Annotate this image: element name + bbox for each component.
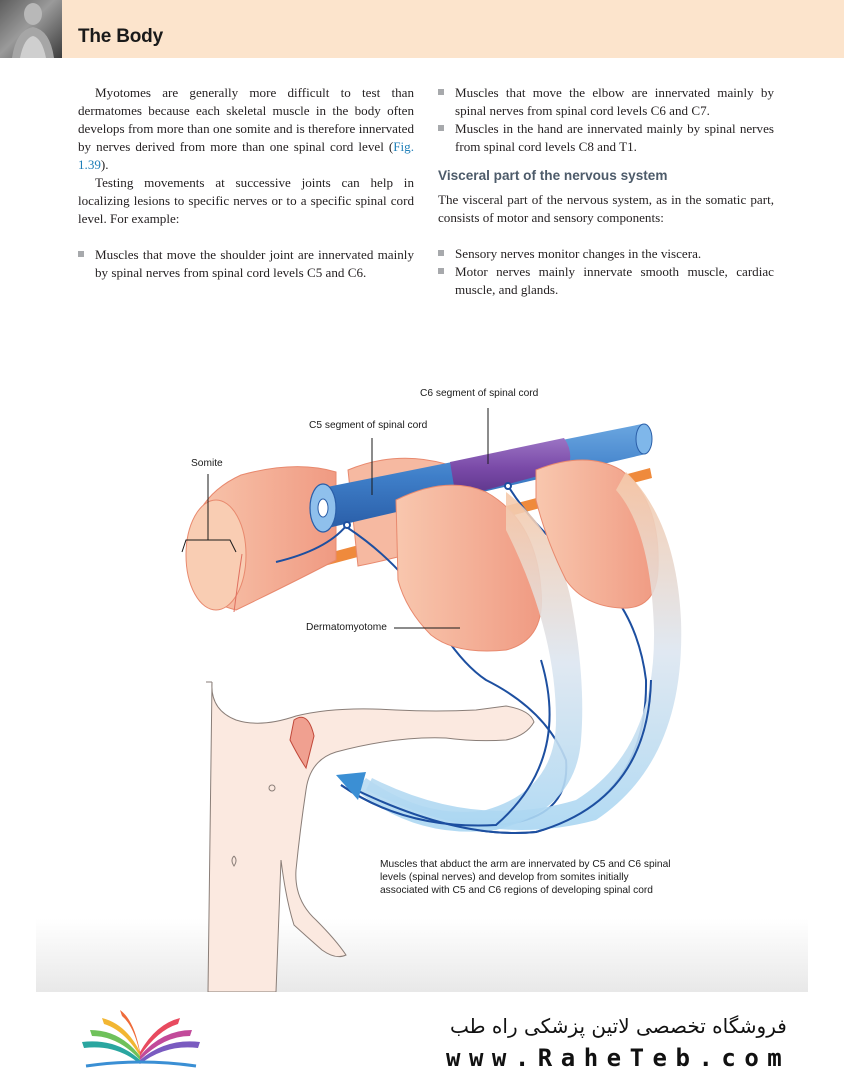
bullet-square-icon	[438, 268, 444, 274]
book-logo-icon	[82, 1010, 200, 1068]
chapter-thumbnail	[0, 0, 62, 58]
figure-caption: Muscles that abduct the arm are innervat…	[380, 859, 671, 896]
label-c6-segment: C6 segment of spinal cord	[420, 388, 539, 399]
label-c5-segment: C5 segment of spinal cord	[309, 420, 428, 431]
somite-left	[185, 466, 337, 613]
arrow-head	[336, 772, 366, 800]
page-header: The Body	[0, 0, 844, 58]
list-item: Motor nerves mainly innervate smooth mus…	[438, 263, 774, 299]
left-bullet-list: Muscles that move the shoulder joint are…	[78, 246, 414, 282]
list-item: Muscles that move the elbow are innervat…	[438, 84, 774, 120]
human-figure	[206, 681, 535, 992]
figure-myotome-illustration: C6 segment of spinal cord C5 segment of …	[36, 380, 808, 992]
right-column: Muscles that move the elbow are innervat…	[438, 84, 774, 299]
shop-name: فروشگاه تخصصی لاتین پزشکی راه طب	[450, 1014, 787, 1038]
list-item: Sensory nerves monitor changes in the vi…	[438, 245, 774, 263]
footer: فروشگاه تخصصی لاتین پزشکی راه طب www.Rah…	[0, 1000, 844, 1079]
header-title: The Body	[78, 26, 163, 47]
paragraph-testing-movements: Testing movements at successive joints c…	[78, 175, 414, 226]
leader-lines	[181, 408, 489, 629]
bullet-square-icon	[438, 125, 444, 131]
dermatomyotome-c5	[356, 484, 583, 832]
dermatomyotome-c6	[366, 459, 682, 830]
bullet-square-icon	[78, 251, 84, 257]
label-somite: Somite	[191, 458, 223, 469]
shop-url[interactable]: www.RaheTeb.com	[446, 1044, 791, 1072]
figure-drawing	[181, 408, 682, 992]
section-heading: Visceral part of the nervous system	[438, 168, 668, 183]
label-dermatomyotome: Dermatomyotome	[306, 622, 387, 633]
nerves-overlay	[340, 659, 652, 835]
bullet-square-icon	[438, 89, 444, 95]
paragraph-myotomes: Myotomes are generally more difficult to…	[78, 85, 414, 172]
list-item: Muscles in the hand are innervated mainl…	[438, 120, 774, 156]
bullet-square-icon	[438, 250, 444, 256]
figure-link[interactable]: Fig. 1.39	[78, 139, 414, 172]
right-bullet-list-bottom: Sensory nerves monitor changes in the vi…	[438, 245, 774, 299]
list-item: Muscles that move the shoulder joint are…	[78, 246, 414, 282]
left-column: Myotomes are generally more difficult to…	[78, 84, 414, 282]
paragraph-visceral: The visceral part of the nervous system,…	[438, 192, 774, 225]
right-bullet-list-top: Muscles that move the elbow are innervat…	[438, 84, 774, 156]
